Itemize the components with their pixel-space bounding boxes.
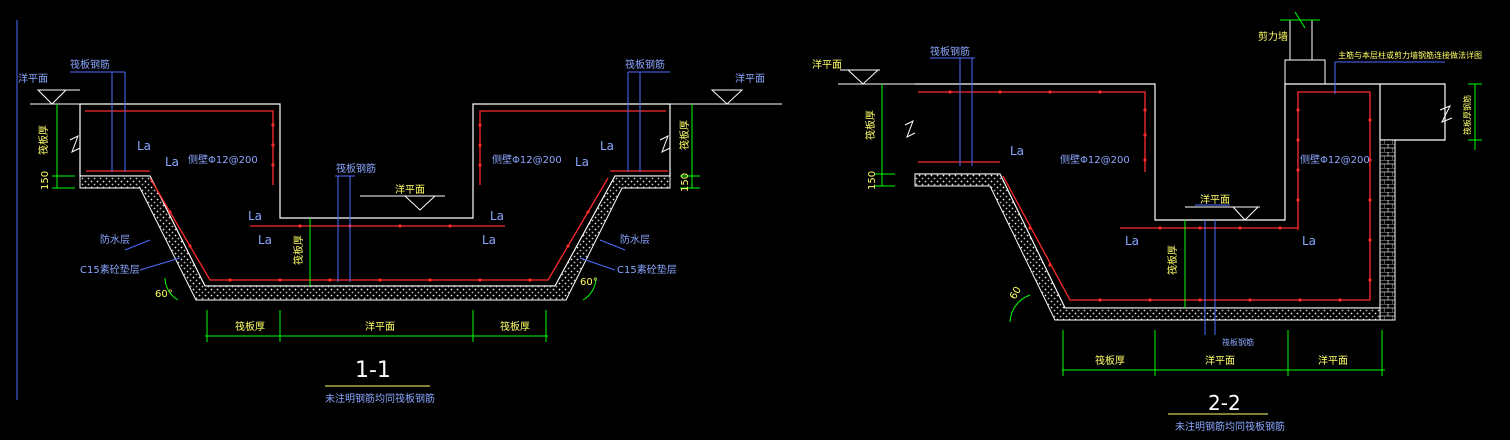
label-side-wall-rebar-left: 侧壁Φ12@200 bbox=[188, 153, 258, 166]
label-150-2: 150 bbox=[867, 171, 878, 190]
pit-level-symbol-2 bbox=[1185, 206, 1260, 221]
label-la-2-2: La bbox=[1125, 234, 1139, 248]
leaders-1-1 bbox=[70, 71, 670, 282]
label-raft-thickness-mid: 筏板厚 bbox=[292, 235, 305, 265]
label-level-face-right: 洋平面 bbox=[735, 72, 765, 85]
section-1-1-drawing bbox=[30, 71, 782, 387]
label-angle-left: 60° bbox=[155, 289, 173, 300]
ground-level-right bbox=[660, 89, 782, 105]
ground-level-left bbox=[30, 89, 130, 105]
pit-level-symbol bbox=[360, 195, 445, 211]
section-title-2-2: 2-2 bbox=[1208, 391, 1241, 415]
label-raft-thickness-2: 筏板厚 bbox=[864, 110, 877, 140]
rebar-dots-1-1 bbox=[168, 123, 590, 282]
label-waterproof-right: 防水层 bbox=[620, 233, 650, 246]
label-raft-rebar-right: 筏板钢筋 bbox=[625, 58, 665, 71]
leaders-2-2 bbox=[930, 57, 1445, 335]
rebar-2-2 bbox=[918, 91, 1371, 301]
label-raft-thickness-left: 筏板厚 bbox=[37, 125, 50, 155]
label-side-wall-rebar-2-right: 侧壁Φ12@200 bbox=[1300, 153, 1370, 166]
dimensions-2-2 bbox=[875, 83, 1482, 376]
label-level-face-left: 洋平面 bbox=[18, 72, 48, 85]
label-dim-raft-2: 筏板厚 bbox=[1095, 354, 1125, 367]
label-dim-level-face-2: 洋平面 bbox=[1205, 354, 1235, 367]
raft-outline-2 bbox=[915, 83, 1446, 221]
label-la-6: La bbox=[258, 233, 272, 247]
section-2-2-drawing bbox=[838, 11, 1482, 376]
label-raft-rebar-side: 筏板厚钢筋 bbox=[1462, 95, 1472, 135]
label-la-5: La bbox=[248, 209, 262, 223]
label-la-2: La bbox=[165, 155, 179, 169]
label-la-2-1: La bbox=[1010, 144, 1024, 158]
label-dim-raft-right: 筏板厚 bbox=[500, 320, 530, 333]
cushion-layer-1 bbox=[79, 175, 671, 301]
label-level-face-pit: 洋平面 bbox=[395, 183, 425, 196]
label-raft-rebar-2-bottom: 筏板钢筋 bbox=[1222, 337, 1254, 347]
dimensions-1-1 bbox=[52, 104, 700, 342]
label-la-4: La bbox=[575, 155, 589, 169]
ground-level-2-left bbox=[838, 69, 915, 85]
label-150-right: 150 bbox=[680, 173, 691, 192]
brick-wall bbox=[1379, 139, 1396, 321]
label-raft-thickness-2-mid: 筏板厚 bbox=[1166, 245, 1179, 275]
label-la-3: La bbox=[600, 139, 614, 153]
label-la-8: La bbox=[482, 233, 496, 247]
label-la-2-3: La bbox=[1302, 234, 1316, 248]
shear-wall-top bbox=[1284, 59, 1326, 84]
section-note-2-2: 未注明钢筋均同筏板钢筋 bbox=[1175, 420, 1285, 433]
label-dim-level-face-2b: 洋平面 bbox=[1318, 354, 1348, 367]
label-cushion-right: C15素砼垫层 bbox=[617, 263, 677, 276]
label-raft-rebar-mid: 筏板钢筋 bbox=[336, 162, 376, 175]
label-main-rebar-note: 主筋与本层柱或剪力墙钢筋连接做法详图 bbox=[1338, 50, 1482, 60]
label-la-1: La bbox=[137, 139, 151, 153]
section-title-1-1: 1-1 bbox=[355, 358, 391, 383]
label-angle-right: 60° bbox=[580, 277, 598, 288]
rebar-dots-2-2 bbox=[948, 90, 1372, 302]
label-side-wall-rebar-2-left: 侧壁Φ12@200 bbox=[1060, 153, 1130, 166]
label-raft-thickness-right: 筏板厚 bbox=[678, 120, 691, 150]
label-side-wall-rebar-right: 侧壁Φ12@200 bbox=[492, 153, 562, 166]
label-la-7: La bbox=[490, 209, 504, 223]
label-dim-level-face: 洋平面 bbox=[365, 320, 395, 333]
label-level-face-2: 洋平面 bbox=[812, 58, 842, 71]
section-note-1-1: 未注明钢筋均同筏板钢筋 bbox=[325, 392, 435, 405]
label-raft-rebar-2: 筏板钢筋 bbox=[930, 45, 970, 58]
label-waterproof-left: 防水层 bbox=[100, 233, 130, 246]
label-150-left: 150 bbox=[40, 171, 51, 190]
label-dim-raft-left: 筏板厚 bbox=[235, 320, 265, 333]
label-shear-wall: 剪力墙 bbox=[1258, 30, 1288, 43]
label-cushion-left: C15素砼垫层 bbox=[80, 263, 140, 276]
label-raft-rebar-left: 筏板钢筋 bbox=[70, 58, 110, 71]
label-level-face-pit-2: 洋平面 bbox=[1200, 193, 1230, 206]
